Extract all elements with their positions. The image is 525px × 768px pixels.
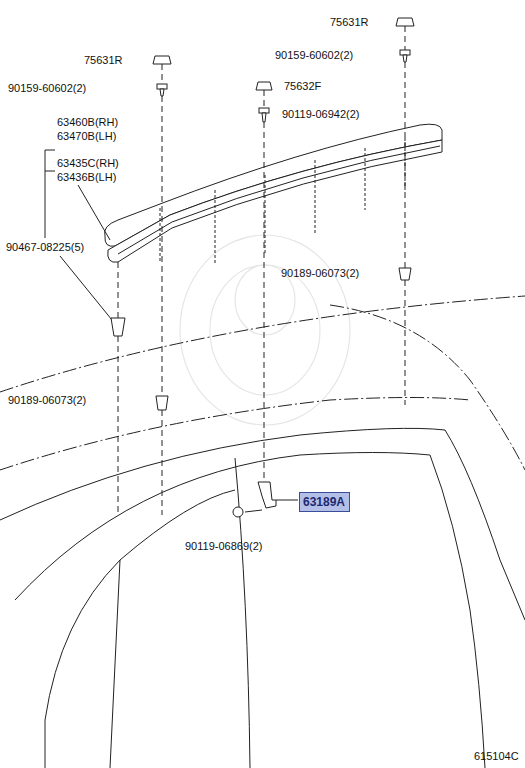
part-number: 90119-06942(2) <box>282 108 359 121</box>
part-number: 90189-06073(2) <box>8 394 86 407</box>
highlighted-part-box: 63189A <box>299 492 350 512</box>
part-number: 90119-06869(2) <box>185 540 262 553</box>
part-number: 63436B(LH) <box>57 171 116 184</box>
part-number: 63435C(RH) <box>57 157 119 170</box>
part-number: 75631R <box>330 16 369 29</box>
part-number: 75631R <box>84 54 123 67</box>
part-number: 90159-60602(2) <box>8 82 86 95</box>
part-number: 63470B(LH) <box>57 130 116 143</box>
part-number: 75632F <box>284 80 321 93</box>
part-number: 63189A <box>303 495 346 509</box>
diagram-code: 615104C <box>474 750 519 763</box>
part-number: 90189-06073(2) <box>281 267 359 280</box>
part-number: 90159-60602(2) <box>275 49 353 62</box>
part-number: 63460B(RH) <box>57 116 118 129</box>
part-number: 90467-08225(5) <box>6 241 84 254</box>
